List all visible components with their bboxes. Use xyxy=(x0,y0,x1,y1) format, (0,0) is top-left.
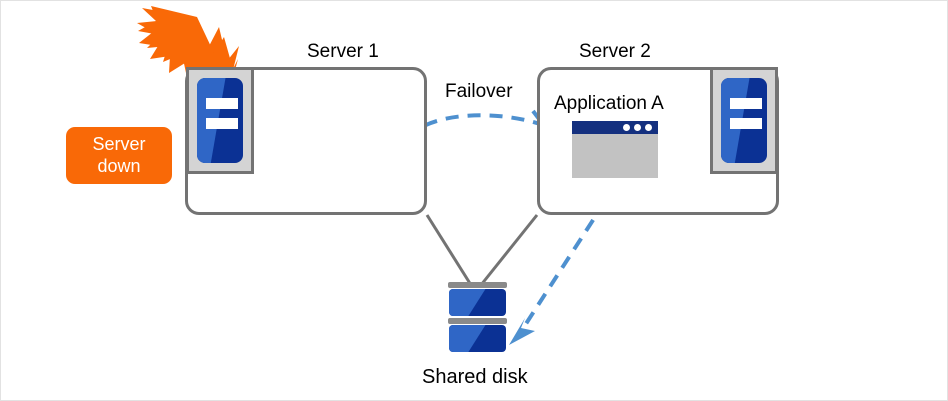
window-dot-icon xyxy=(623,124,630,131)
disk-bar xyxy=(448,318,507,324)
shared-disk-label: Shared disk xyxy=(422,366,528,388)
server-unit-icon xyxy=(186,67,254,174)
disk-access-arrowhead xyxy=(509,318,535,345)
connector-server1-to-disk xyxy=(425,214,473,286)
application-window-titlebar xyxy=(572,121,658,134)
connector-server2-to-disk xyxy=(479,214,539,286)
failover-label: Failover xyxy=(445,81,513,102)
server2-label: Server 2 xyxy=(579,41,651,62)
server-unit-body xyxy=(197,78,243,163)
server-down-badge-line1: Server xyxy=(92,133,146,154)
server-unit-slot xyxy=(730,98,762,109)
window-dot-icon xyxy=(645,124,652,131)
application-window-icon xyxy=(572,121,658,178)
server-down-badge: Server down xyxy=(66,127,172,184)
server-unit-icon xyxy=(710,67,778,174)
disk-block xyxy=(449,289,506,316)
explosion-burst-shape xyxy=(137,6,238,87)
server-unit-body xyxy=(721,78,767,163)
disk-bar xyxy=(448,282,507,288)
disk-block xyxy=(449,325,506,352)
server-down-badge-line2: down xyxy=(97,155,141,176)
window-dot-icon xyxy=(634,124,641,131)
failover-arrow-path xyxy=(405,113,550,140)
server1-label: Server 1 xyxy=(307,41,379,62)
application-a-label: Application A xyxy=(554,93,664,114)
server-unit-slot xyxy=(206,98,238,109)
server-unit-slot xyxy=(206,118,238,129)
server-unit-slot xyxy=(730,118,762,129)
shared-disk-icon xyxy=(448,282,507,358)
